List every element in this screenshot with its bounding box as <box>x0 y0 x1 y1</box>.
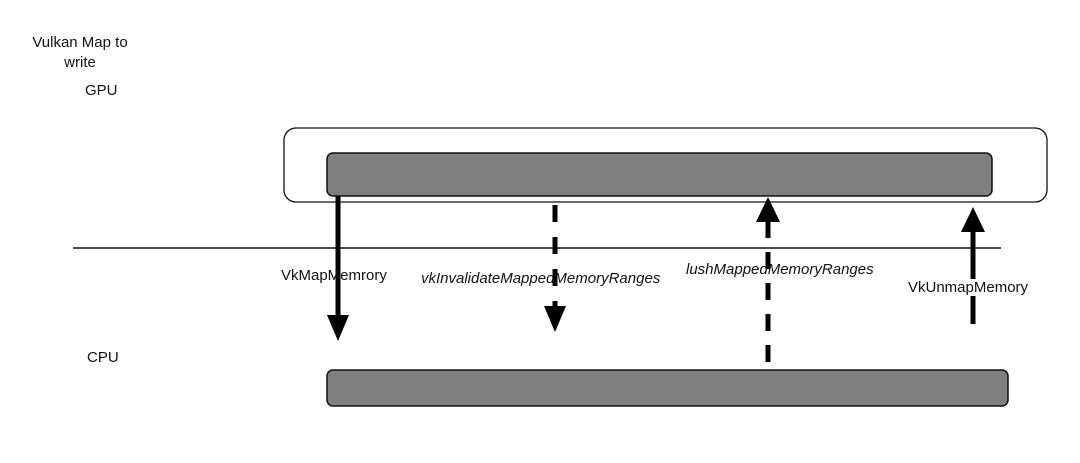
flush-ranges-arrow <box>756 197 780 362</box>
cpu-memory-bar <box>326 369 1009 407</box>
arrow-up-icon <box>961 207 985 232</box>
unmap-memory-text: VkUnmapMemory <box>907 279 1030 296</box>
invalidate-ranges-label: vkInvalidateMappedMemoryRanges <box>421 270 661 287</box>
invalidate-ranges-arrow <box>544 205 566 332</box>
gpu-memory-bar <box>326 152 993 197</box>
unmap-memory-arrow <box>961 207 985 324</box>
arrow-up-icon <box>756 197 780 222</box>
cpu-lane-label: CPU <box>87 349 119 366</box>
gpu-lane-label: GPU <box>85 82 118 99</box>
flush-ranges-label: lushMappedMemoryRanges <box>686 261 874 278</box>
arrow-down-icon <box>544 306 566 332</box>
arrow-down-icon <box>327 315 349 341</box>
map-memory-text: VkMapMemrory <box>281 267 387 284</box>
diagram-title: Vulkan Map to write <box>32 34 128 71</box>
map-memory-arrow <box>327 196 349 341</box>
map-memory-label: VkMapMemrory <box>280 268 388 283</box>
unmap-memory-label: VkUnmapMemory <box>907 279 1030 296</box>
